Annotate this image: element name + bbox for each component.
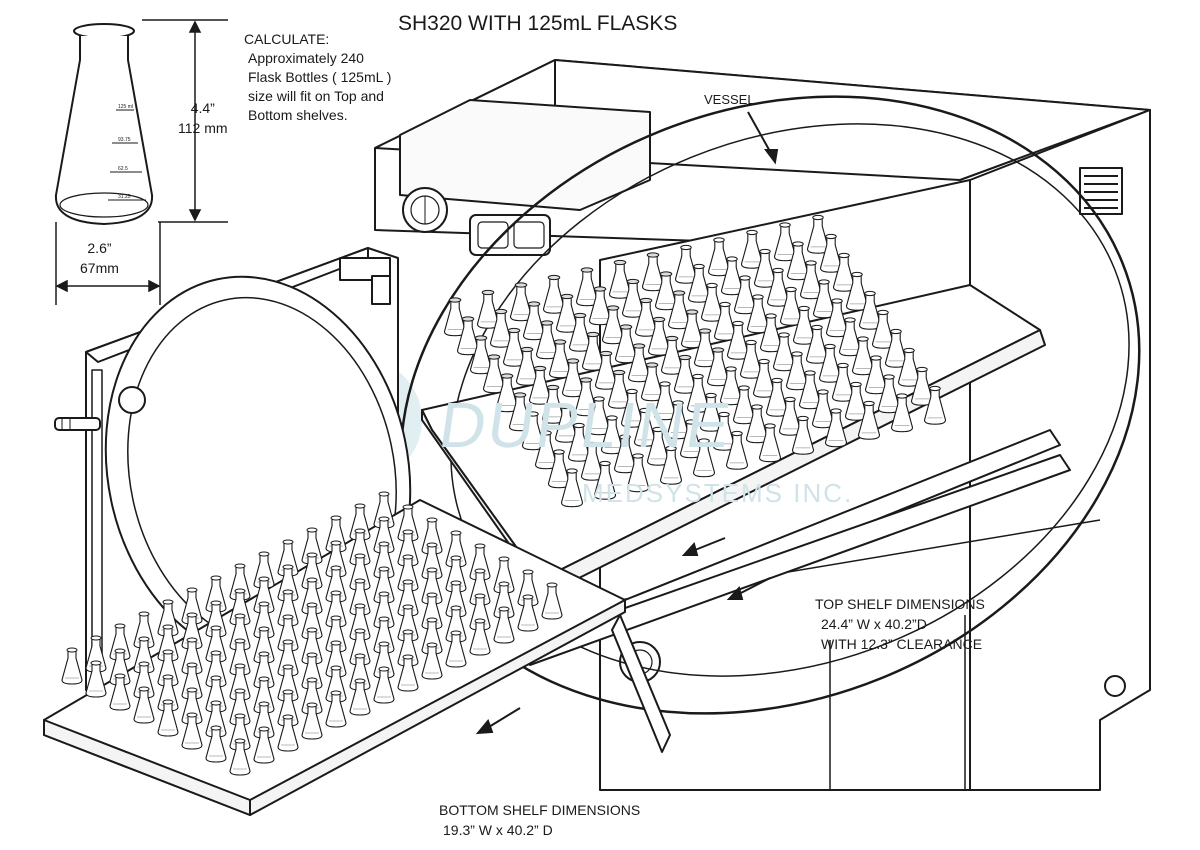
flask-icon: [666, 400, 690, 440]
top-shelf-label: TOP SHELF DIMENSIONS 24.4” W x 40.2”D WI…: [815, 594, 985, 654]
flask-icon: [397, 654, 419, 692]
graduation-4: 31.25: [118, 194, 131, 200]
flask-icon: [686, 373, 710, 413]
arrow-vessel-icon: [747, 111, 773, 156]
flask-icon: [706, 347, 730, 387]
flask-graduations: 125 ml 93.75 62.5 31.25: [118, 104, 133, 200]
flask-icon: [373, 666, 395, 704]
top-shelf-clearance: WITH 12.3” CLEARANCE: [821, 636, 983, 652]
calculate-note: CALCULATE: Approximately 240 Flask Bottl…: [244, 30, 391, 125]
flask-icon: [923, 385, 947, 425]
flask-icon: [476, 289, 500, 329]
bottom-shelf-flasks: [61, 491, 563, 776]
flask-width-mm: 67mm: [80, 260, 119, 276]
calculate-heading: CALCULATE:: [244, 31, 330, 47]
flask-icon: [740, 229, 764, 269]
flask-height-label: 4.4” 112 mm: [178, 98, 228, 138]
diagram-title: SH320 WITH 125mL FLASKS: [398, 12, 678, 35]
flask-icon: [456, 316, 480, 356]
flask-icon: [575, 267, 599, 307]
flask-icon: [61, 647, 83, 685]
flask-icon: [568, 312, 592, 352]
flask-icon: [692, 438, 716, 478]
flask-icon: [910, 366, 934, 406]
flask-icon: [725, 430, 749, 470]
bottom-shelf-size: 19.3” W x 40.2” D: [443, 822, 553, 838]
flask-icon: [325, 690, 347, 728]
flask-icon: [626, 453, 650, 493]
flask-icon: [109, 673, 131, 711]
flask-icon: [301, 702, 323, 740]
flask-icon: [277, 714, 299, 752]
watermark-tagline: MEDSYSTEMS INC.: [582, 478, 854, 508]
flask-icon: [493, 606, 515, 644]
flask-icon: [542, 274, 566, 314]
flask-icon: [229, 738, 251, 776]
graduation-1: 125 ml: [118, 104, 133, 110]
flask-icon: [593, 460, 617, 500]
flask-icon: [421, 642, 443, 680]
flask-height-mm: 112 mm: [178, 120, 228, 136]
flask-icon: [824, 408, 848, 448]
vessel-label: VESSEL: [704, 92, 755, 107]
flask-icon: [857, 400, 881, 440]
graduation-2: 93.75: [118, 137, 131, 143]
direction-arrows: [475, 111, 779, 735]
flask-icon: [791, 415, 815, 455]
flask-icon: [535, 320, 559, 360]
flask-icon: [469, 618, 491, 656]
flask-icon: [812, 279, 836, 319]
watermark-name: DUPLINE: [434, 389, 737, 461]
flask-icon: [806, 214, 830, 254]
bottom-shelf-heading: BOTTOM SHELF DIMENSIONS: [439, 802, 641, 818]
flask-width-in: 2.6”: [87, 240, 112, 256]
calculate-line-3: size will fit on Top and: [248, 88, 384, 104]
dimension-lines: [55, 19, 228, 305]
top-shelf-size: 24.4” W x 40.2”D: [821, 616, 927, 632]
top-shelf-flasks: [443, 214, 947, 508]
flask-icon: [659, 445, 683, 485]
flask-icon: [534, 430, 558, 470]
flask-icon: [785, 351, 809, 391]
flask-icon: [758, 423, 782, 463]
flask-icon: [660, 335, 684, 375]
flask-icon: [831, 362, 855, 402]
flask-icon: [181, 712, 203, 750]
graduation-3: 62.5: [118, 166, 128, 172]
flask-icon: [85, 660, 107, 698]
bottom-shelf-label: BOTTOM SHELF DIMENSIONS 19.3” W x 40.2” …: [439, 800, 640, 840]
calculate-line-4: Bottom shelves.: [248, 107, 348, 123]
calculate-line-2: Flask Bottles ( 125mL ): [248, 69, 392, 85]
top-shelf-heading: TOP SHELF DIMENSIONS: [815, 596, 985, 612]
flask-icon: [560, 468, 584, 508]
flask-icon: [469, 335, 493, 375]
flask-icon: [580, 441, 604, 481]
flask-icon: [772, 332, 796, 372]
flask-icon: [133, 686, 155, 724]
sample-flask: [54, 23, 154, 225]
flask-icon: [349, 678, 371, 716]
flask-icon: [517, 594, 539, 632]
flask-icon: [253, 726, 275, 764]
flask-icon: [445, 630, 467, 668]
flask-height-in: 4.4”: [190, 100, 215, 116]
flask-icon: [205, 725, 227, 763]
flask-icon: [157, 699, 179, 737]
flask-icon: [890, 393, 914, 433]
calculate-line-1: Approximately 240: [248, 50, 364, 66]
flask-width-label: 2.6” 67mm: [80, 238, 119, 278]
flask-icon: [541, 582, 563, 620]
